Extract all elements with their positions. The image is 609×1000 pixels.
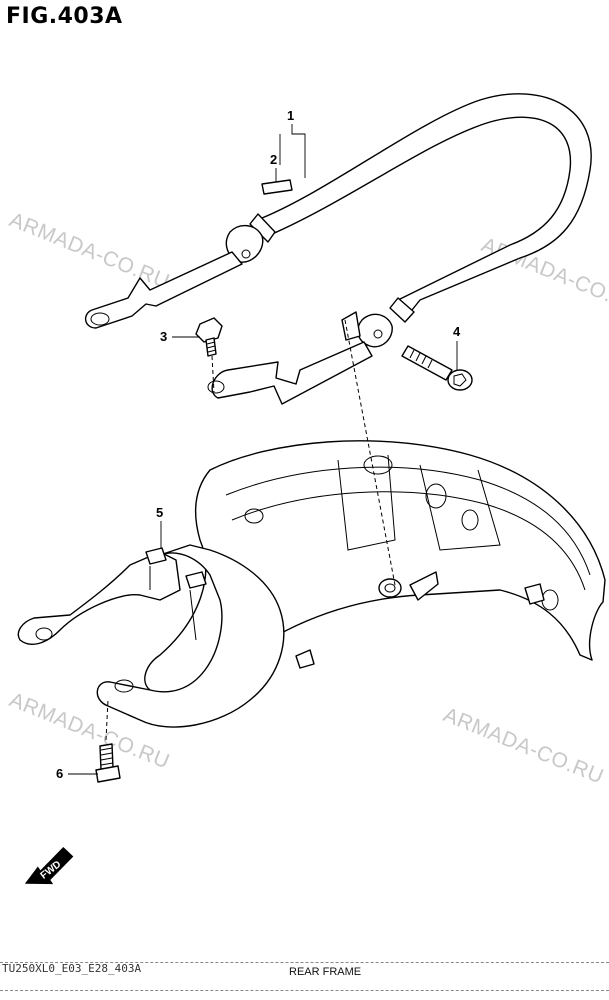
callout-6-label: 6 [56, 766, 63, 781]
flange-bolt-part[interactable] [95, 743, 121, 783]
footer-rule [0, 990, 609, 991]
figure-code: TU250XL0_E03_E28_403A [2, 962, 142, 975]
watermark: ARMADA-CO.RU [440, 703, 607, 788]
cushion-pad-part[interactable] [261, 179, 293, 195]
rear-bracket-part[interactable] [17, 544, 285, 728]
section-title: REAR FRAME [289, 966, 362, 978]
grab-rail-part[interactable] [85, 93, 592, 405]
callout-3: 3 [160, 329, 200, 344]
callout-2-label: 2 [270, 152, 277, 167]
callout-3-label: 3 [160, 329, 167, 344]
socket-bolt-part[interactable] [401, 345, 473, 391]
callout-4: 4 [453, 324, 461, 370]
fwd-arrow-icon: FWD [24, 846, 74, 885]
callout-1-label: 1 [287, 108, 294, 123]
callout-2: 2 [270, 152, 277, 182]
callout-6: 6 [56, 766, 98, 781]
callout-1: 1 [279, 108, 306, 178]
callout-5: 5 [156, 505, 163, 548]
bolt-part[interactable] [195, 317, 223, 357]
callout-4-label: 4 [453, 324, 461, 339]
callout-5-label: 5 [156, 505, 163, 520]
footer-rule [0, 962, 609, 963]
figure-title: FIG.403A [6, 4, 123, 29]
watermark: ARMADA-CO.RU [6, 208, 173, 293]
